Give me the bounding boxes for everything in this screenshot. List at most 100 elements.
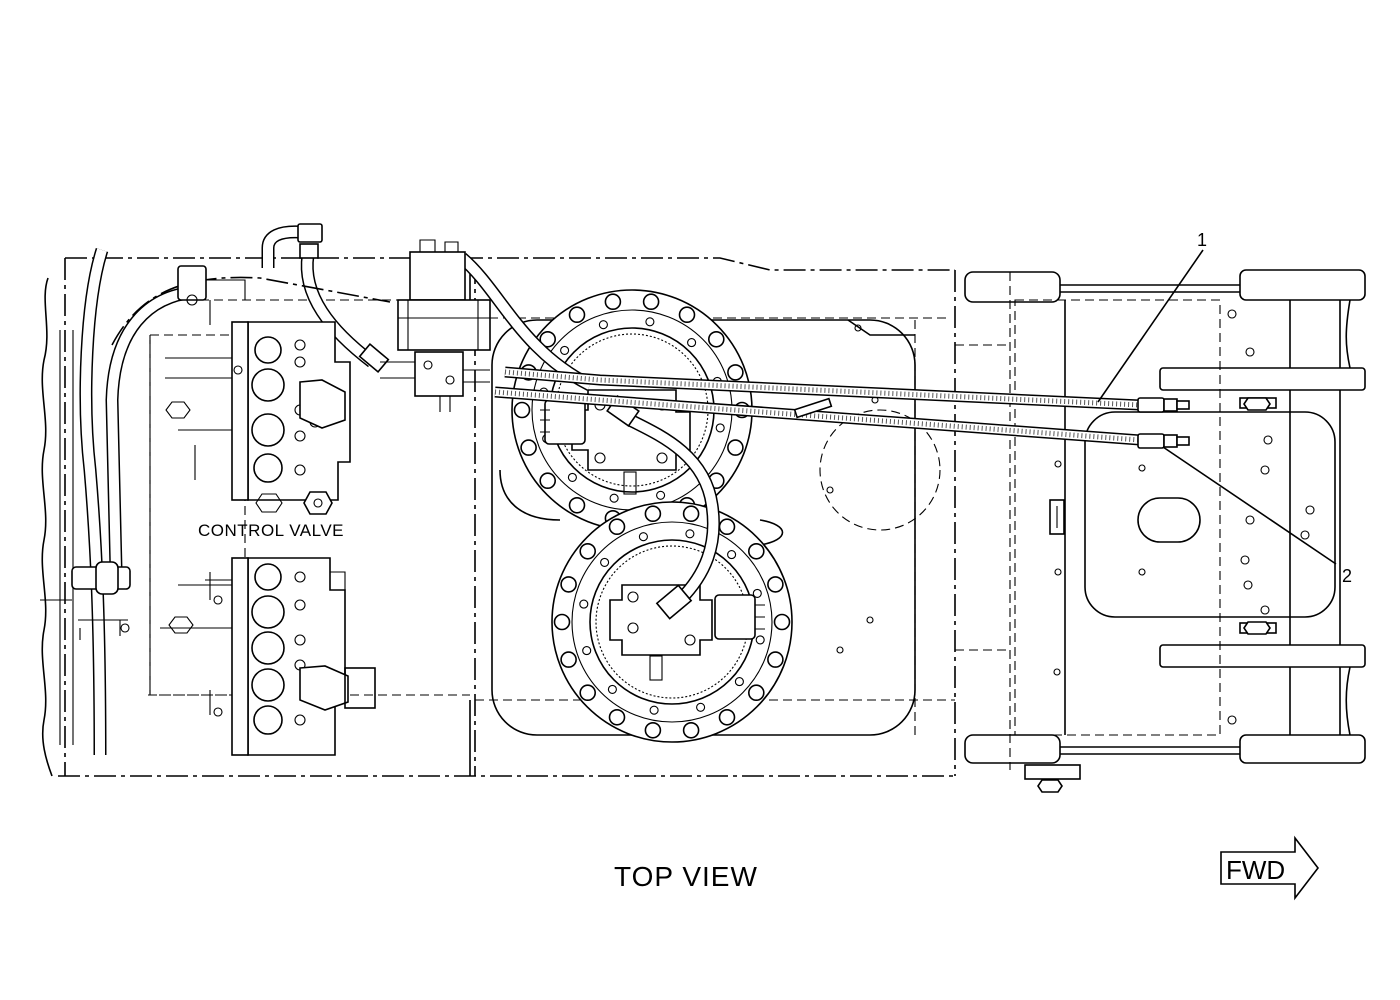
lower-motor-hub-hole <box>638 532 648 542</box>
plate-hole <box>1138 568 1146 576</box>
connector-bracket <box>206 279 246 325</box>
upper-motor-ring-bolt <box>727 364 744 381</box>
view-title: TOP VIEW <box>614 861 758 892</box>
hose-2-ferrule <box>1137 433 1165 449</box>
connector-bolt <box>186 294 198 306</box>
valve-port <box>120 623 130 633</box>
upper-motor-ring-bolt <box>568 496 586 514</box>
plate-hole <box>1300 530 1310 540</box>
left-connector <box>177 265 246 325</box>
valve-port <box>294 430 306 442</box>
motor-fittings <box>540 409 550 433</box>
plate-hole <box>1245 515 1255 525</box>
motor-port-block <box>544 399 586 445</box>
bracket-hex-nut <box>165 401 191 419</box>
upper-motor-ring-bolt <box>513 401 531 419</box>
clamp-band <box>95 561 119 595</box>
valve-lower-brackets <box>205 571 346 715</box>
frame-left-break-line <box>41 277 53 777</box>
hose-1-fitting-end <box>1176 400 1190 410</box>
upper-motor-ring-bolt <box>568 306 586 324</box>
valve-port <box>294 339 306 351</box>
plate-hole <box>826 486 834 494</box>
hose-1-ferrule <box>1137 397 1165 413</box>
motor-figure-eight-outline <box>499 469 784 546</box>
top-tube-b <box>302 254 376 366</box>
clamp-bolt <box>40 599 128 640</box>
valve-spool <box>251 595 285 629</box>
hose-2-fill <box>494 388 1141 444</box>
valve-hex-plug <box>303 491 333 515</box>
crossover-hose <box>627 415 719 604</box>
lower-motor-ring-bolt <box>718 708 736 726</box>
lower-motor-ring-bolt <box>553 613 571 631</box>
upper-motor-hub-hole <box>598 320 608 330</box>
valve-port <box>233 365 243 375</box>
hose-2-fitting-end <box>1176 436 1190 446</box>
motor-relief-valve <box>649 655 663 681</box>
bolt-head <box>1243 397 1271 411</box>
valve-plug-center <box>313 498 323 508</box>
motor-port <box>656 452 668 464</box>
lower-motor-hub-hole <box>696 702 706 712</box>
upper-motor-ring-bolt <box>539 330 557 348</box>
motor-port <box>627 622 639 634</box>
motor-fittings <box>755 604 765 630</box>
top-clevis-right <box>1239 269 1366 301</box>
tube-b-fitting <box>299 243 319 259</box>
tube-b-elbow <box>358 343 390 373</box>
lower-motor-hub-hole <box>752 588 762 598</box>
valve-port <box>294 599 306 611</box>
hex-bolt-upper <box>1239 397 1277 411</box>
valve-port <box>294 571 306 583</box>
bottom-clevis-left <box>964 734 1061 764</box>
upper-motor-hub-hole <box>715 423 725 433</box>
lower-motor-ring-bolt <box>608 708 626 726</box>
left-tube-a <box>81 248 107 756</box>
lower-motor-hub-hole <box>649 705 659 715</box>
solenoid-valve-assembly <box>380 239 491 412</box>
hose-1-hex <box>1163 398 1178 412</box>
hose-2 <box>494 386 1190 449</box>
frame-left-rails <box>59 330 74 745</box>
frame-mid-dash <box>955 344 1010 651</box>
forward-arrow-shape <box>1220 835 1320 901</box>
inspection-plate <box>1084 411 1336 618</box>
hex-bolt-lower <box>1239 621 1277 635</box>
plate-hole <box>866 616 874 624</box>
pilot-line-dashdot <box>111 276 391 346</box>
motor-port <box>594 452 606 464</box>
callout-2: 2 <box>1342 566 1352 586</box>
upper-motor-ring-bolt <box>707 330 725 348</box>
hose-2-hex <box>1163 434 1178 448</box>
hose-1 <box>504 366 1190 413</box>
undercarriage-frame <box>41 257 1066 777</box>
valve-spool <box>251 368 285 402</box>
top-pin <box>1060 284 1240 293</box>
valve-spools-upper <box>251 336 285 483</box>
valve-port <box>423 360 433 370</box>
lower-motor-ring-bolt <box>767 651 784 668</box>
plate-hole <box>1227 715 1237 725</box>
bolt-head <box>1243 621 1271 635</box>
lower-motor-ring-bolt <box>644 721 662 739</box>
lower-motor-ring-bolt <box>682 721 700 739</box>
control-valve-assembly: CONTROL VALVE <box>120 321 376 756</box>
lower-motor-hub-hole <box>582 646 592 656</box>
top-tube-a <box>263 226 301 268</box>
hex-bolt-bottom <box>1024 764 1081 793</box>
valve-inlet-block <box>299 379 346 429</box>
forward-arrow-label: FWD <box>1226 855 1285 885</box>
lower-motor-hub-hole <box>579 599 589 609</box>
lower-cross-bar <box>1159 644 1366 668</box>
plate-hole <box>1054 568 1062 576</box>
lower-motor-hub-hole <box>727 550 737 560</box>
bottom-clevis-right <box>1239 734 1366 764</box>
upper-motor-hub-hole <box>560 345 570 355</box>
hydraulic-tubes <box>40 223 720 756</box>
lower-motor-ring-bolt <box>682 505 700 523</box>
lower-motor-ring-bolt <box>747 684 765 702</box>
lower-motor-hub-hole <box>600 557 610 567</box>
crossover-elbow-lower <box>655 584 693 620</box>
motor-port <box>627 591 639 603</box>
